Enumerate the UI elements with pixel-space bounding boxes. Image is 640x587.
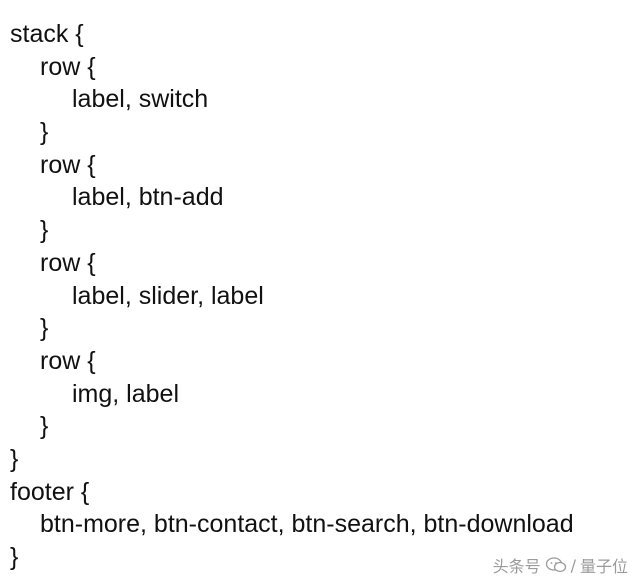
code-line: footer { — [10, 477, 90, 506]
code-line: } — [40, 118, 49, 147]
code-line: } — [10, 444, 19, 473]
code-line: row { — [40, 248, 96, 277]
wechat-style-logo-icon — [545, 557, 566, 573]
code-line: btn-more, btn-contact, btn-search, btn-d… — [40, 510, 574, 539]
code-line: } — [10, 543, 19, 571]
code-line: label, slider, label — [72, 281, 264, 310]
code-line: label, switch — [72, 85, 209, 114]
watermark: 头条号 / 量子位 — [493, 553, 628, 577]
watermark-separator: / — [570, 555, 576, 575]
code-line: row { — [40, 346, 96, 375]
code-line: label, btn-add — [72, 183, 224, 212]
code-line: } — [40, 412, 49, 441]
watermark-source: 头条号 — [492, 557, 541, 576]
code-line: img, label — [72, 379, 179, 408]
code-line: row { — [40, 52, 96, 81]
code-line: stack { — [10, 20, 84, 48]
watermark-author: 量子位 — [579, 557, 628, 576]
code-line: } — [40, 216, 49, 245]
code-line: row { — [40, 150, 96, 179]
code-block: stack { row { label, switch } row { labe… — [10, 18, 640, 574]
code-line: } — [40, 314, 49, 343]
